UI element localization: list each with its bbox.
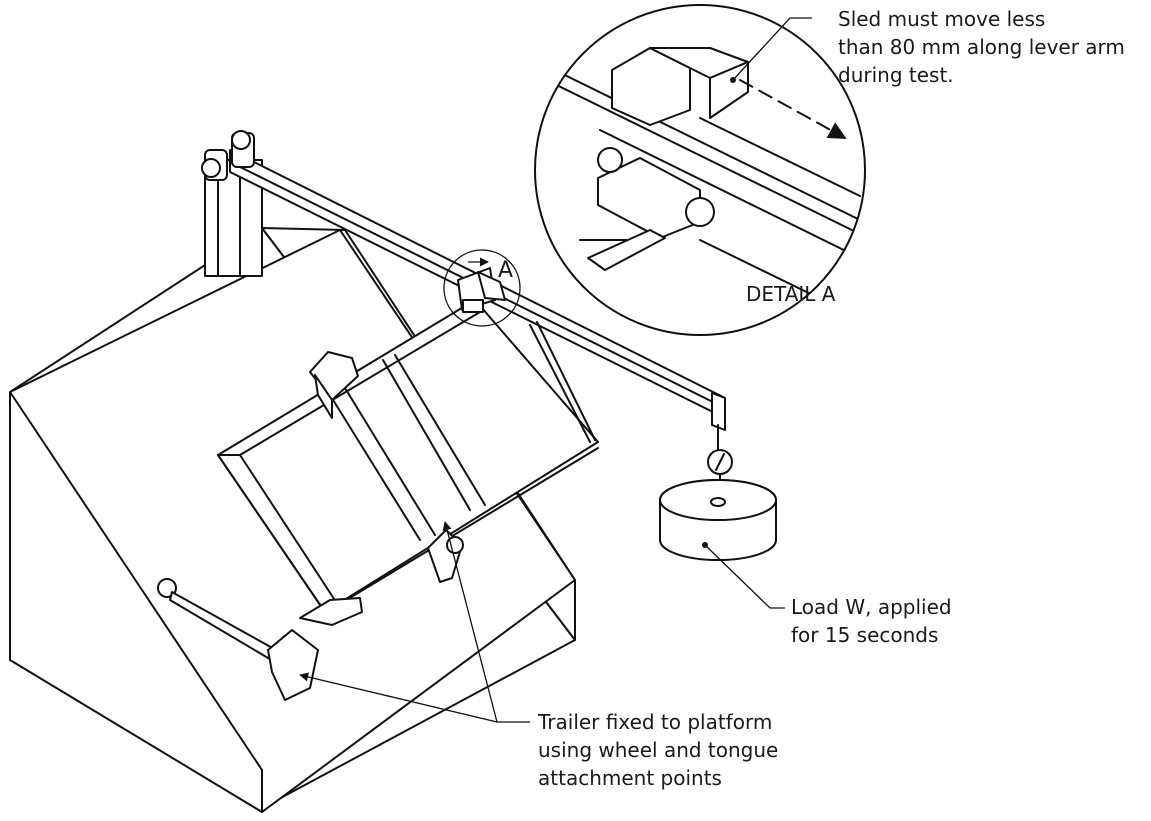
load-note-line-1: Load W, applied [791, 595, 952, 619]
tongue-attachment [157, 578, 363, 701]
sled-note-line-2: than 80 mm along lever arm [838, 35, 1125, 59]
load-note-line-2: for 15 seconds [791, 623, 938, 647]
trailer-note-line-2: using wheel and tongue [538, 738, 778, 762]
support-post [204, 159, 263, 277]
detail-title: DETAIL A [746, 282, 836, 306]
sled-note-dot [730, 77, 736, 83]
load-note-leader [704, 544, 785, 609]
movement-arrow [739, 79, 847, 139]
trailer-frame [217, 299, 599, 613]
sled-note-line-3: during test. [838, 63, 954, 87]
trailer-note-leader-2 [299, 672, 498, 723]
detail-marker-label: A [498, 258, 513, 283]
detail-a-view [534, 4, 866, 336]
sled-note-line-1: Sled must move less [838, 7, 1045, 31]
load-weight [659, 424, 777, 561]
sled-note-leader [732, 17, 812, 81]
pivot-assembly [201, 130, 255, 181]
wheel-attachment-upper [309, 351, 359, 419]
detail-circle [443, 249, 521, 327]
trailer-note-line-3: attachment points [538, 766, 722, 790]
sled [457, 267, 506, 313]
trailer-note-line-1: Trailer fixed to platform [537, 710, 772, 734]
wheel-attachment-lower [427, 529, 464, 583]
